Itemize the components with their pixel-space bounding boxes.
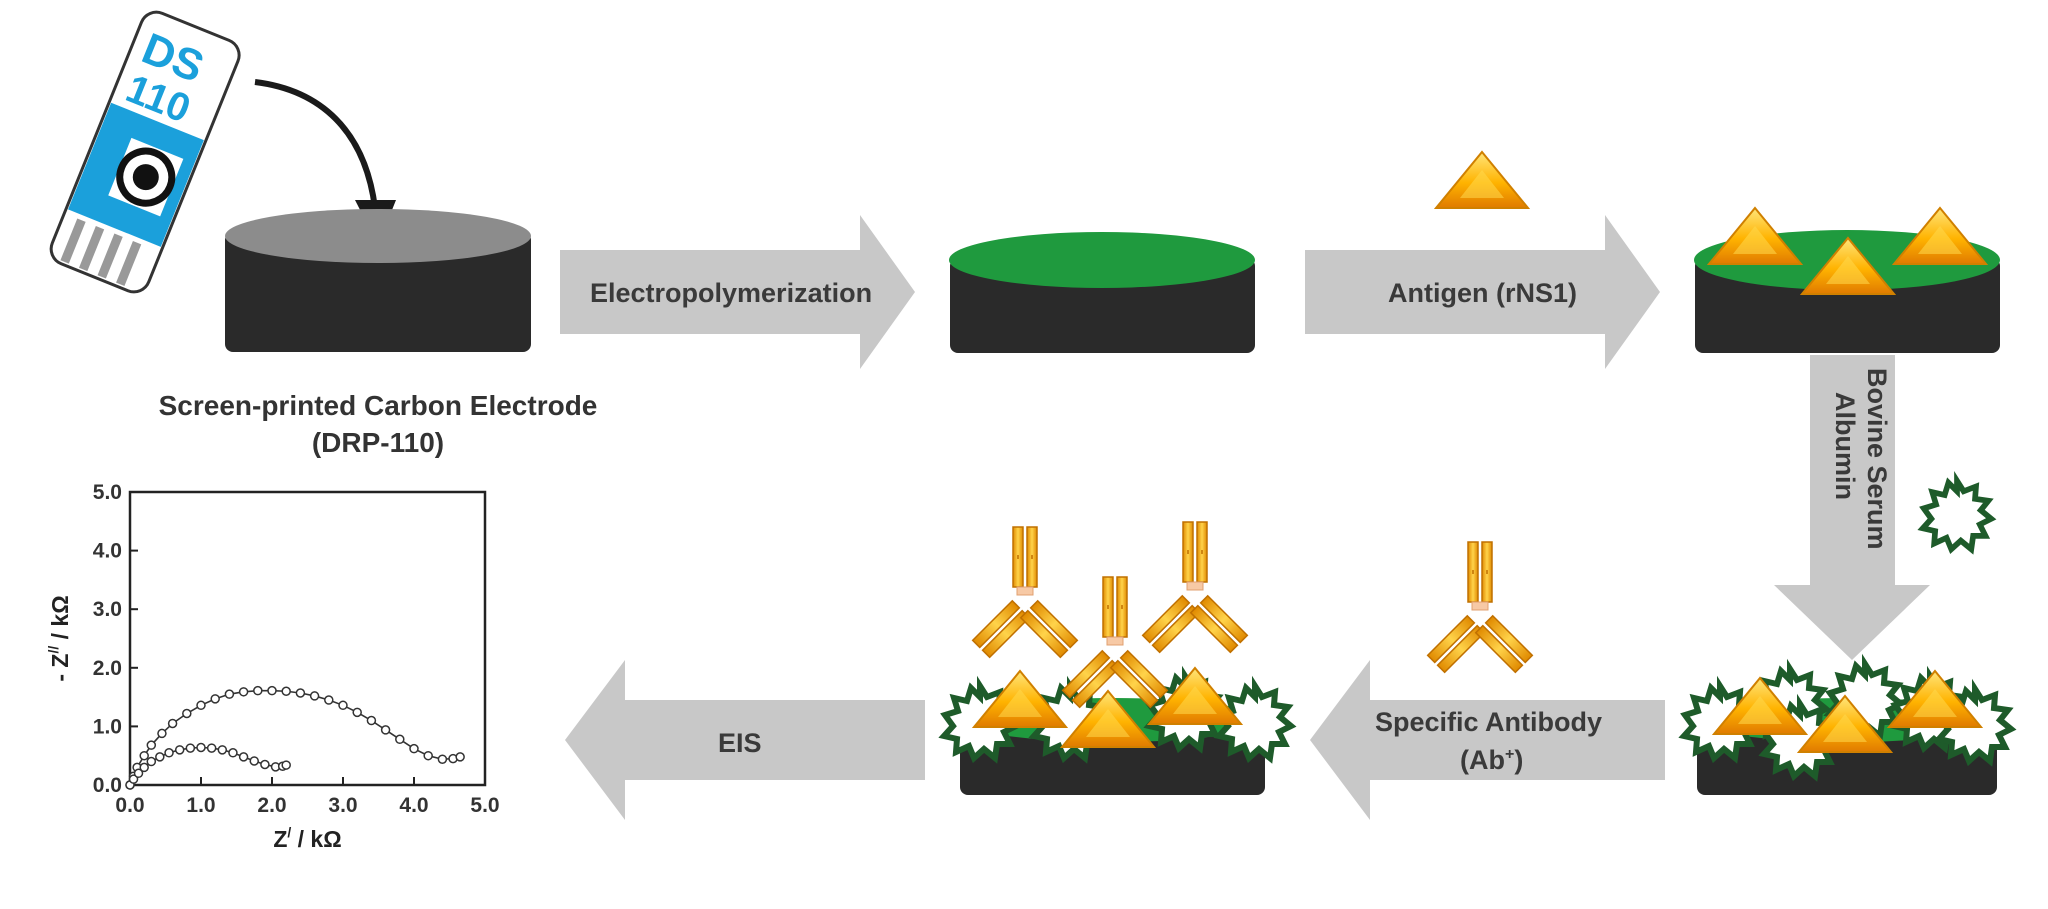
data-point — [309, 691, 320, 701]
data-point — [224, 689, 235, 699]
x-tick-label: 2.0 — [257, 794, 286, 817]
step-arrow-bsa — [1774, 355, 1930, 660]
antigen-electrode-disc — [1694, 207, 2000, 353]
data-point — [409, 743, 419, 754]
electrode-caption-line1: Screen-printed Carbon Electrode — [159, 390, 598, 421]
data-point — [128, 774, 139, 784]
y-tick-label: 1.0 — [93, 715, 122, 738]
data-point — [228, 748, 238, 758]
x-tick-label: 4.0 — [399, 794, 428, 817]
step-label-bsa-line2: Albumin — [1830, 392, 1860, 500]
data-point — [352, 707, 362, 718]
data-point — [281, 686, 291, 696]
data-point — [455, 752, 465, 762]
y-tick-label: 0.0 — [93, 774, 122, 797]
data-point — [167, 718, 178, 729]
bsa-icon — [1923, 481, 1991, 549]
data-point — [395, 734, 405, 745]
plot-frame — [128, 490, 487, 787]
carbon-electrode-disc — [225, 209, 531, 352]
data-point — [182, 708, 192, 719]
data-point — [157, 728, 167, 739]
series-line-1 — [129, 689, 461, 786]
antibody-icon — [1141, 521, 1249, 654]
antibody-icon — [971, 526, 1079, 659]
data-point — [238, 687, 249, 697]
x-tick-label: 3.0 — [328, 794, 357, 817]
electrode-strip: DS 110 — [49, 10, 241, 294]
data-point — [174, 745, 185, 755]
polymer-electrode-disc — [949, 232, 1255, 353]
step-label-electropolymerization: Electropolymerization — [590, 278, 872, 308]
step-arrow-antigen — [1305, 215, 1660, 369]
data-point — [324, 695, 334, 705]
data-point — [249, 756, 259, 766]
data-point — [423, 750, 433, 761]
data-point — [217, 745, 228, 755]
data-point — [267, 685, 277, 696]
data-point — [437, 754, 448, 764]
step-label-bsa-line1: Bovine Serum — [1862, 368, 1892, 550]
data-point — [146, 756, 157, 767]
electrode-caption-line2: (DRP-110) — [312, 427, 444, 458]
insert-arrow — [254, 79, 378, 209]
data-point — [196, 700, 206, 711]
bsa-blocked-disc — [1684, 664, 2011, 795]
data-point — [253, 685, 263, 696]
data-point — [139, 750, 149, 761]
antigen-icon — [1435, 151, 1529, 209]
data-point — [338, 700, 348, 711]
data-point — [366, 715, 377, 726]
step-label-antibody-line2: (Ab+) — [1460, 745, 1523, 775]
data-point — [281, 760, 291, 770]
data-point — [295, 688, 306, 698]
x-tick-label: 5.0 — [470, 794, 499, 817]
step-label-eis: EIS — [718, 728, 762, 758]
step-label-antigen: Antigen (rNS1) — [1388, 278, 1577, 308]
data-point — [238, 752, 249, 762]
data-point — [206, 743, 217, 753]
data-point — [133, 768, 144, 779]
x-axis-label: Z/ / kΩ — [273, 824, 341, 852]
step-arrow-electropolymerization — [560, 215, 915, 369]
data-point — [260, 759, 270, 770]
antibody-bound-disc — [944, 521, 1291, 795]
data-point — [210, 694, 220, 704]
step-arrow-eis — [565, 660, 925, 820]
step-label-antibody-line1: Specific Antibody — [1375, 707, 1602, 737]
data-point — [139, 762, 149, 773]
step-arrow-antibody — [1310, 660, 1665, 820]
antibody-icon — [1061, 576, 1169, 709]
data-point — [196, 742, 206, 753]
y-tick-label: 5.0 — [93, 481, 122, 504]
y-axis-label: - Z// / kΩ — [45, 595, 73, 681]
y-tick-label: 2.0 — [93, 657, 122, 680]
data-point — [185, 743, 196, 753]
data-point — [380, 725, 391, 735]
y-tick-label: 3.0 — [93, 598, 122, 621]
nyquist-plot: 0.0 1.0 2.0 3.0 4.0 5.0 0.0 1.0 2.0 3.0 4.0 5.0 Z/ … — [45, 481, 500, 852]
x-tick-label: 1.0 — [186, 794, 215, 817]
y-tick-label: 4.0 — [93, 540, 122, 563]
data-point — [146, 740, 157, 750]
antibody-icon — [1426, 541, 1534, 674]
data-point — [155, 752, 165, 762]
x-tick-label: 0.0 — [115, 794, 144, 817]
data-point — [164, 748, 174, 758]
